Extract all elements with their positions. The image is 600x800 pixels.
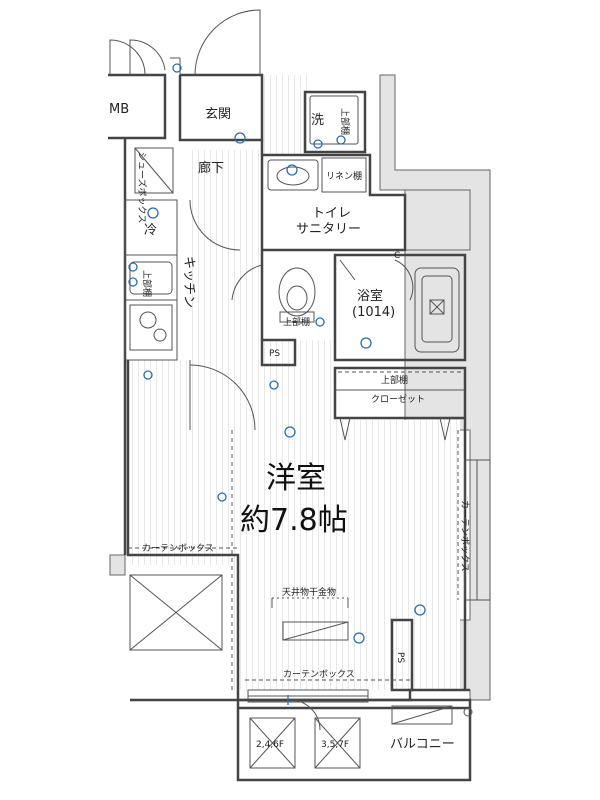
floor-246-label: 2,4,6F (256, 740, 284, 750)
detail-lines (109, 9, 491, 769)
switch-c-label: C (394, 251, 400, 261)
structural-walls (109, 74, 491, 701)
closet-top-label: 上部棚 (381, 374, 408, 386)
curtain-bottom-label: カーテンボックス (283, 669, 355, 680)
kitchen-label: キッチン (181, 256, 196, 308)
sentaku-top-label: 上部棚 (339, 108, 351, 135)
floor-areas (128, 75, 460, 690)
rouka-label: 廊下 (198, 160, 224, 176)
ceiling-hanger-label: 天井物干金物 (282, 586, 336, 598)
ps-left-label: PS (269, 349, 280, 359)
closet-label: クローゼット (371, 393, 425, 405)
youshitsu-size-label: 約7.8帖 (240, 503, 348, 538)
balcony-label: バルコニー (390, 737, 455, 752)
toilet-top-label: 上部棚 (283, 316, 310, 328)
youshitsu-label: 洋室 (266, 461, 326, 496)
rei-label: 冷 (144, 223, 157, 238)
mb-label: MB (109, 102, 129, 117)
electrical-symbols (128, 63, 426, 705)
floor-357-label: 3,5,7F (321, 740, 349, 750)
curtain-left-label: カーテンボックス (142, 543, 214, 554)
toilet-label: トイレ (312, 206, 351, 221)
ps-right-label: PS (395, 652, 405, 663)
genkan-label: 玄関 (205, 107, 231, 122)
yokushitsu-size-label: (1014) (352, 305, 395, 320)
room-labels: MB 玄関 洗 上部棚 廊下 シューズボックス リネン棚 トイレ サニタリー C… (109, 102, 470, 752)
sanitary-label: サニタリー (296, 222, 361, 237)
kitchen-top-label: 上部棚 (141, 270, 153, 297)
curtain-right-label: カーテンボックス (459, 500, 470, 572)
walls (108, 73, 472, 782)
yokushitsu-label: 浴室 (357, 288, 383, 304)
shoes-box-label: シューズボックス (136, 152, 148, 223)
sentaku-label: 洗 (311, 113, 324, 128)
linen-label: リネン棚 (326, 170, 362, 182)
